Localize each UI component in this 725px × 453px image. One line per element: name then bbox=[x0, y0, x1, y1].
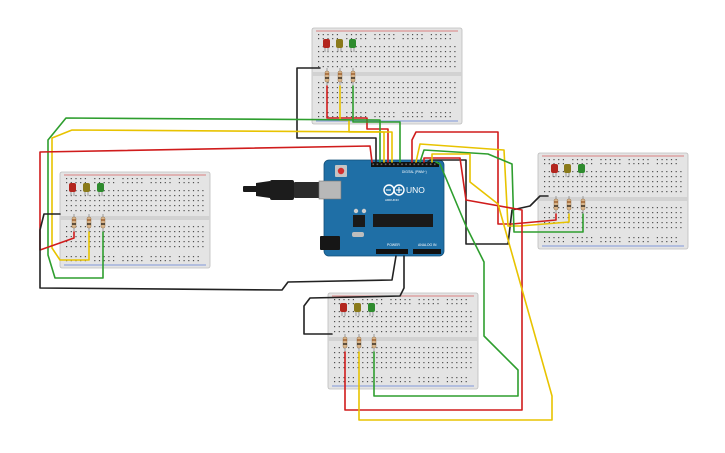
usb-cable[interactable] bbox=[243, 180, 320, 200]
digital-pin[interactable] bbox=[434, 163, 436, 166]
atmega-chip bbox=[373, 214, 433, 227]
digital-pin[interactable] bbox=[413, 163, 416, 166]
resistor[interactable] bbox=[342, 334, 348, 352]
brand-label: ARDUINO bbox=[385, 198, 400, 202]
resistors-right bbox=[553, 196, 586, 214]
wire-black-right[interactable] bbox=[427, 159, 549, 245]
wire-red-bottom[interactable] bbox=[344, 157, 523, 411]
wire-yellow-right[interactable] bbox=[415, 143, 570, 227]
digital-pin[interactable] bbox=[401, 163, 403, 166]
resistor[interactable] bbox=[566, 196, 572, 214]
power-label: POWER bbox=[387, 243, 400, 247]
power-header[interactable] bbox=[376, 249, 408, 254]
wire-green-left[interactable] bbox=[47, 117, 381, 279]
digital-pin[interactable] bbox=[388, 163, 391, 166]
resistor[interactable] bbox=[71, 214, 77, 232]
resistor[interactable] bbox=[580, 196, 586, 214]
led-yellow[interactable] bbox=[83, 183, 90, 196]
led-red[interactable] bbox=[340, 303, 347, 316]
breadboard-left[interactable] bbox=[59, 171, 211, 269]
wire-green-bottom[interactable] bbox=[373, 161, 519, 397]
wire-black-bottom[interactable] bbox=[303, 255, 405, 335]
resistor[interactable] bbox=[356, 334, 362, 352]
resistor[interactable] bbox=[553, 196, 559, 214]
wire-red-right[interactable] bbox=[411, 131, 557, 225]
power-jack bbox=[320, 236, 340, 250]
led-yellow[interactable] bbox=[354, 303, 361, 316]
wires bbox=[39, 67, 584, 421]
breadboard-right[interactable] bbox=[537, 152, 689, 250]
led-yellow[interactable] bbox=[336, 39, 343, 52]
model-label: UNO bbox=[406, 185, 425, 195]
breadboard-top[interactable] bbox=[311, 27, 463, 125]
digital-pin[interactable] bbox=[380, 163, 383, 166]
digital-pin[interactable] bbox=[425, 163, 428, 166]
resistors-top bbox=[324, 68, 356, 86]
digital-pin[interactable] bbox=[393, 163, 395, 166]
wire-yellow-top[interactable] bbox=[339, 85, 393, 163]
led-yellow[interactable] bbox=[564, 164, 571, 177]
led-red[interactable] bbox=[551, 164, 558, 177]
resistors-bottom bbox=[342, 334, 377, 352]
small-chip bbox=[353, 215, 365, 227]
resistor[interactable] bbox=[324, 68, 330, 86]
resistor[interactable] bbox=[371, 334, 377, 352]
digital-pin[interactable] bbox=[421, 163, 424, 166]
digital-pin[interactable] bbox=[397, 163, 399, 166]
arduino-uno-board[interactable]: DIGITAL (PWM~) UNO ARDUINO POWER ANALOG … bbox=[318, 159, 445, 257]
resistor[interactable] bbox=[86, 214, 92, 232]
digital-pin[interactable] bbox=[417, 163, 420, 166]
led-group-top bbox=[323, 39, 356, 52]
wire-yellow-bottom[interactable] bbox=[358, 153, 553, 421]
wire-red-top[interactable] bbox=[326, 85, 389, 163]
usb-port bbox=[318, 180, 342, 200]
digital-label: DIGITAL (PWM~) bbox=[402, 170, 427, 174]
digital-pin[interactable] bbox=[376, 163, 379, 166]
resistors-left bbox=[71, 214, 106, 232]
digital-header[interactable] bbox=[371, 162, 439, 167]
analog-header[interactable] bbox=[413, 249, 441, 254]
wire-black-top[interactable] bbox=[296, 67, 377, 163]
led-green[interactable] bbox=[349, 39, 356, 52]
digital-pin[interactable] bbox=[429, 163, 432, 166]
led-group-right bbox=[551, 164, 585, 177]
led-green[interactable] bbox=[368, 303, 375, 316]
led-group-left bbox=[69, 183, 104, 196]
led-group-bottom bbox=[340, 303, 375, 316]
resistor[interactable] bbox=[100, 214, 106, 232]
digital-pin[interactable] bbox=[384, 163, 387, 166]
breadboard-bottom[interactable] bbox=[327, 292, 479, 390]
arduino-logo bbox=[383, 184, 405, 196]
digital-pin[interactable] bbox=[409, 163, 411, 166]
led-red[interactable] bbox=[323, 39, 330, 52]
led-red[interactable] bbox=[69, 183, 76, 196]
digital-pin[interactable] bbox=[405, 163, 407, 166]
wire-green-top[interactable] bbox=[352, 85, 401, 163]
analog-label: ANALOG IN bbox=[418, 243, 437, 247]
digital-pin[interactable] bbox=[372, 163, 375, 166]
crystal bbox=[352, 232, 364, 237]
wire-yellow-left[interactable] bbox=[51, 129, 385, 261]
wire-black-left[interactable] bbox=[39, 213, 397, 291]
wire-red-left[interactable] bbox=[39, 145, 373, 251]
resistor[interactable] bbox=[350, 68, 356, 86]
resistor[interactable] bbox=[337, 68, 343, 86]
led-green[interactable] bbox=[97, 183, 104, 196]
led-green[interactable] bbox=[578, 164, 585, 177]
wire-green-right[interactable] bbox=[419, 149, 584, 233]
